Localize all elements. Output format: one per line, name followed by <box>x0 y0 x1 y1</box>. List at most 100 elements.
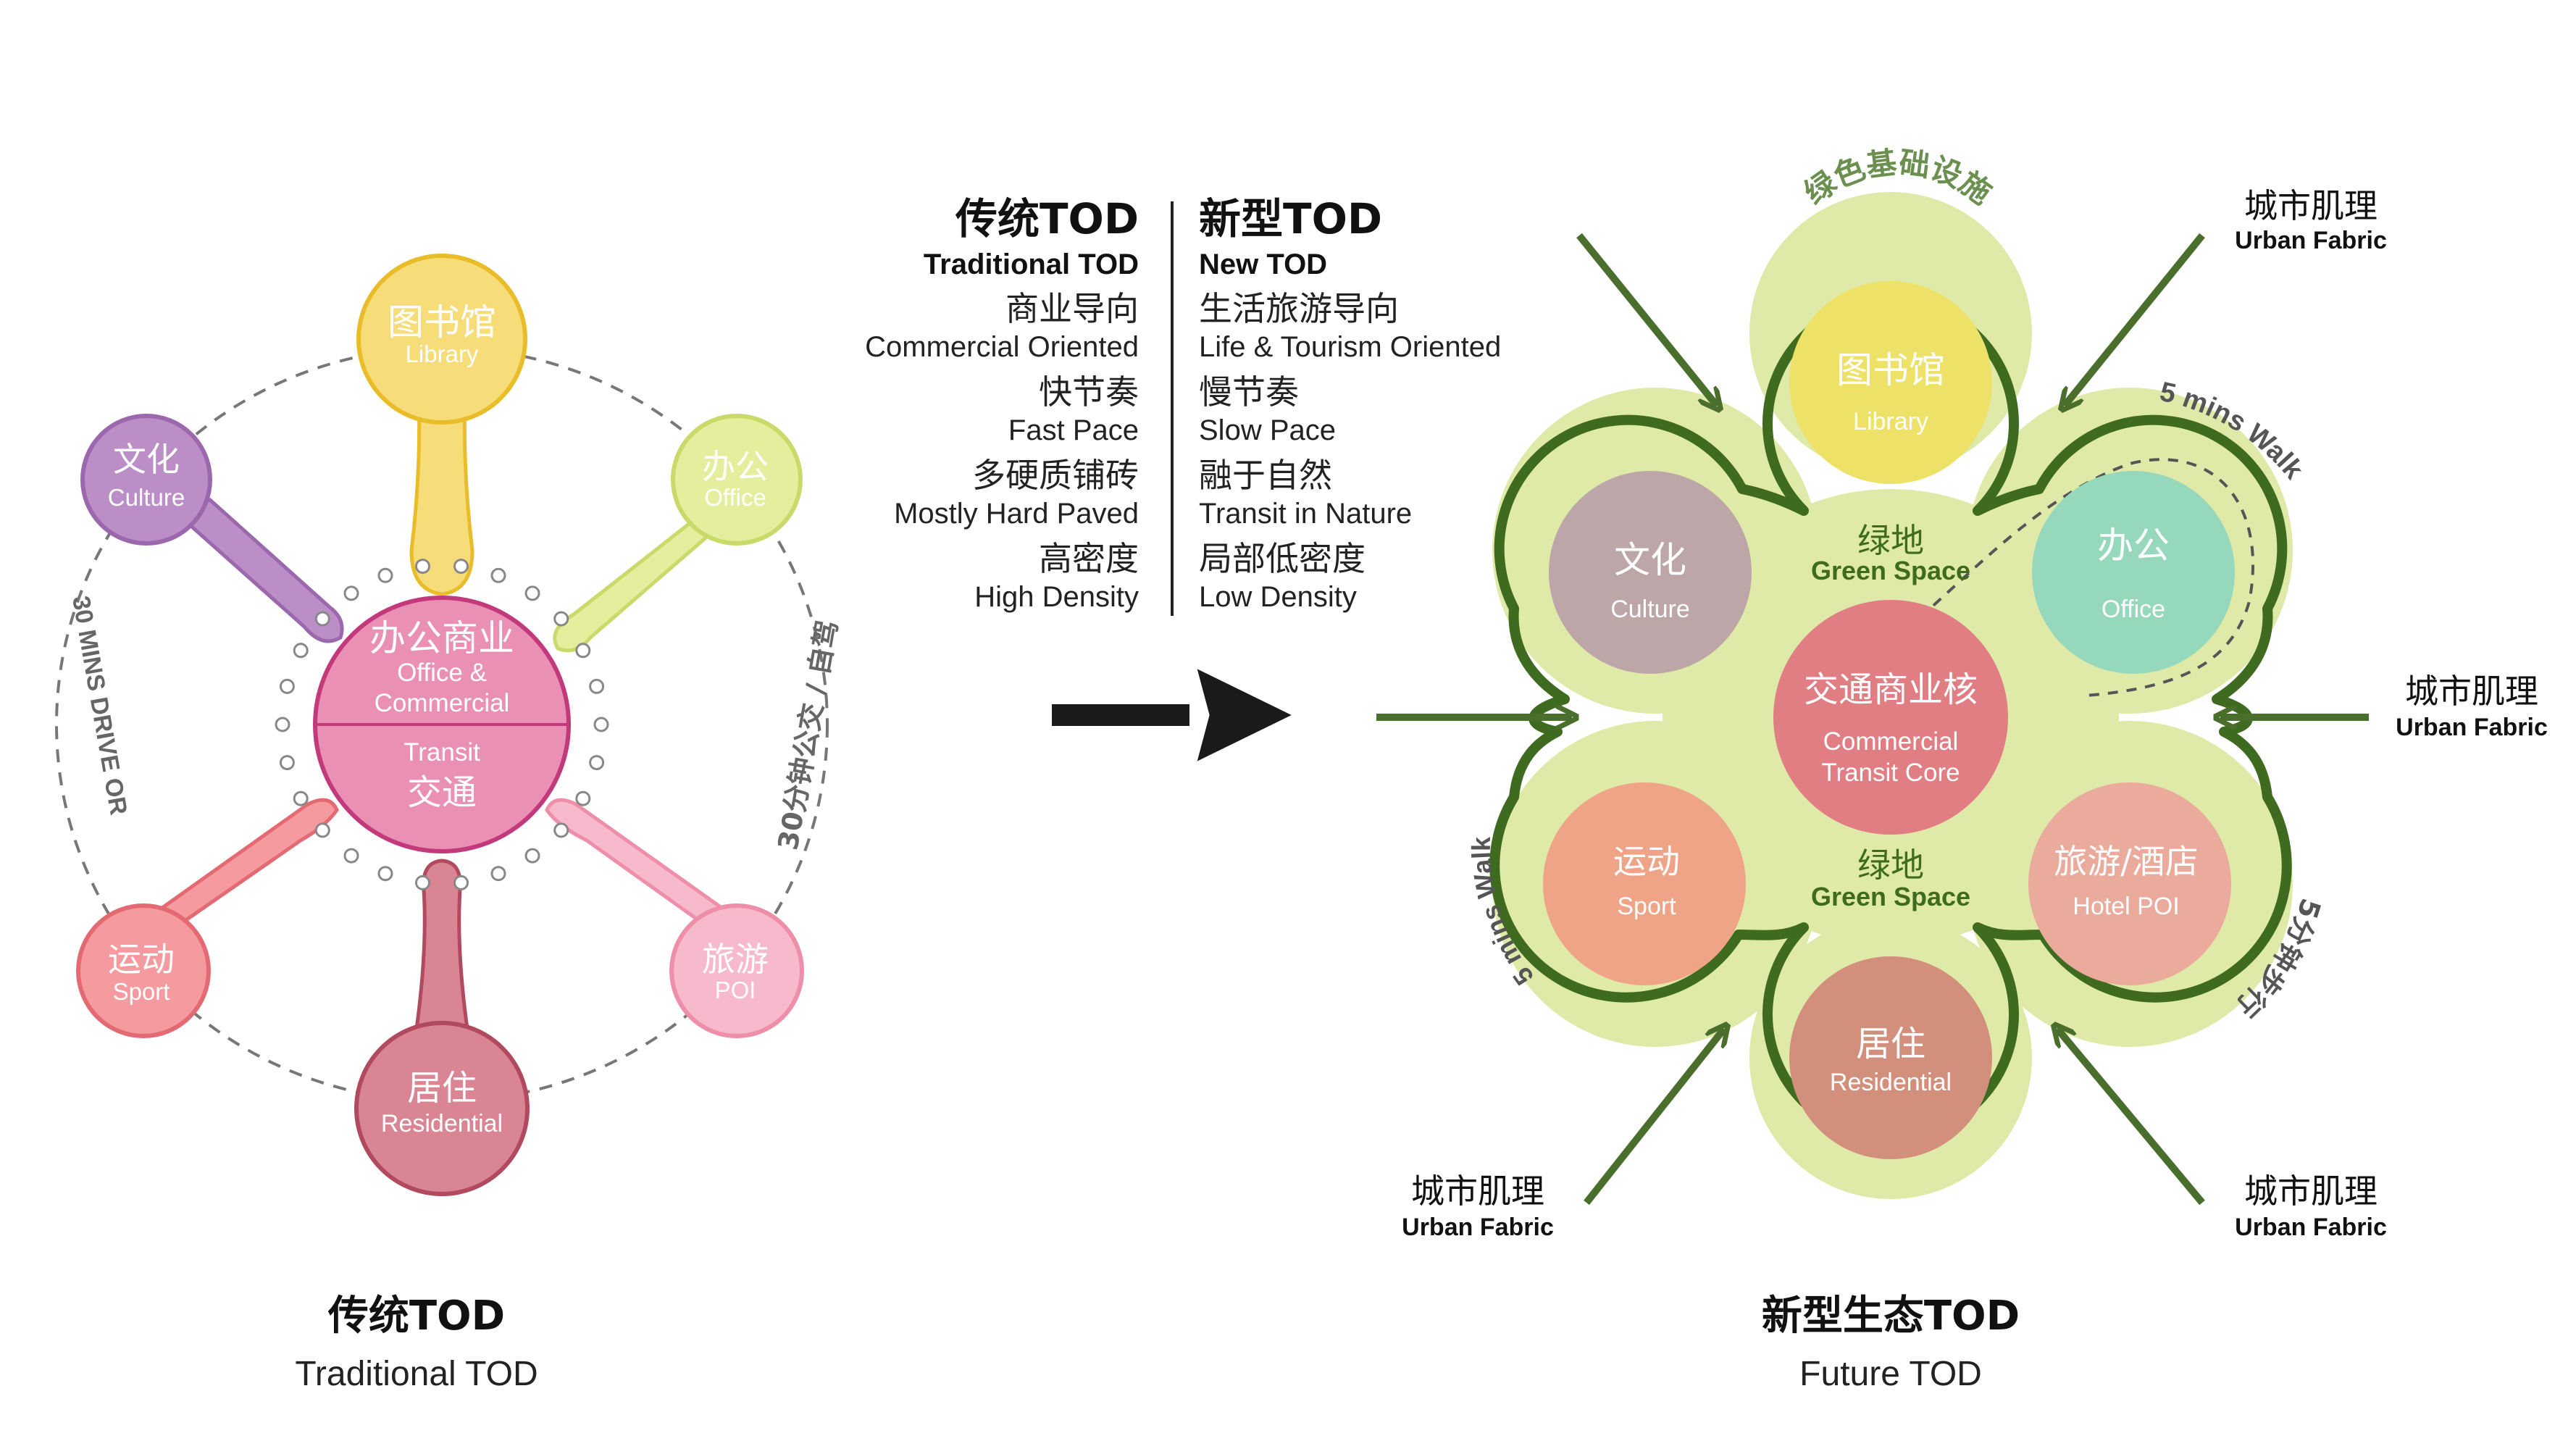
poi-cn: 旅游 <box>702 940 769 979</box>
ring-dot <box>453 559 469 575</box>
ring-dot <box>593 717 609 732</box>
sport-en: Sport <box>113 978 170 1005</box>
core-bottom-en: Transit <box>403 738 480 767</box>
svg-text:Urban Fabric: Urban Fabric <box>2396 714 2548 741</box>
ring-dot <box>415 559 430 575</box>
ring-dot <box>453 874 469 890</box>
ring-dot <box>343 848 359 864</box>
core-top-en1: Office & <box>397 659 487 687</box>
urban-fabric-arrows <box>1376 233 2369 1206</box>
future-library-en: Library <box>1853 408 1928 435</box>
compare-right-item-en: Transit in Nature <box>1199 498 1412 530</box>
future-culture-cn: 文化 <box>1614 539 1686 581</box>
compare-left-title-en: Traditional TOD <box>924 249 1139 280</box>
core-top-en2: Commercial <box>375 689 510 717</box>
ring-dot <box>589 678 605 694</box>
sport-cn: 运动 <box>108 940 175 979</box>
compare-left-title-cn: 传统TOD <box>955 194 1139 243</box>
ring-dot <box>275 717 290 732</box>
future-core-en1: Commercial <box>1823 727 1959 756</box>
future-hotel-en: Hotel POI <box>2073 893 2179 920</box>
ring-dot <box>553 611 569 627</box>
ring-dot <box>343 585 359 601</box>
ring-dot <box>524 585 540 601</box>
ring-dot <box>575 643 591 659</box>
urban-fabric-label-top-right: 城市肌理 Urban Fabric <box>2235 186 2387 254</box>
future-office-cn: 办公 <box>2097 525 2170 567</box>
ring-dot <box>490 866 506 882</box>
future-core-en2: Transit Core <box>1821 759 1960 787</box>
future-sport-en: Sport <box>1617 893 1676 920</box>
compare-left-item-en: Fast Pace <box>1008 414 1139 446</box>
compare-left-item-cn: 多硬质铺砖 <box>972 456 1139 495</box>
future-node-culture: 文化 Culture <box>1549 471 1752 674</box>
transition-arrow-icon <box>1052 669 1292 761</box>
compare-right-item-cn: 融于自然 <box>1199 456 1332 495</box>
compare-right-item-cn: 生活旅游导向 <box>1199 289 1399 328</box>
ring-dot <box>415 874 430 890</box>
future-hotel-cn: 旅游/酒店 <box>2054 842 2199 881</box>
green-infrastructure-loop <box>1489 295 2292 1143</box>
poi-en: POI <box>715 977 756 1003</box>
comparison-table: 传统TOD Traditional TOD 新型TOD New TOD 商业导向… <box>865 194 1501 616</box>
arrow-top-left-icon <box>1576 233 1717 406</box>
future-office-en: Office <box>2102 596 2165 623</box>
traditional-node-residential: 居住 Residential <box>354 859 530 1196</box>
svg-text:城市肌理: 城市肌理 <box>2405 672 2538 711</box>
compare-right-item-en: Low Density <box>1199 581 1357 613</box>
ring-dot <box>314 611 330 627</box>
ring-label-left: 30 MINS DRIVE OR <box>67 594 133 817</box>
ring-dot <box>553 822 569 838</box>
urban-fabric-label-bottom-left: 城市肌理 Urban Fabric <box>1402 1172 1554 1241</box>
ring-label-right: 30分钟公交 / 自驾 <box>772 618 844 853</box>
compare-right-title-cn: 新型TOD <box>1199 194 1382 243</box>
walk-path <box>1860 458 2254 697</box>
compare-left-item-en: Commercial Oriented <box>865 331 1139 363</box>
urban-fabric-label-right: 城市肌理 Urban Fabric <box>2396 672 2548 741</box>
future-node-office: 办公 Office <box>2032 471 2235 674</box>
ring-dot <box>589 755 605 771</box>
future-residential-cn: 居住 <box>1856 1024 1925 1064</box>
compare-right-item-cn: 慢节奏 <box>1199 372 1299 412</box>
green-top-en: Green Space <box>1811 556 1970 585</box>
ring-dot <box>377 567 393 583</box>
traditional-node-sport: 运动 Sport <box>76 798 339 1038</box>
office-cn: 办公 <box>702 447 769 486</box>
compare-left-item-cn: 高密度 <box>1039 539 1139 578</box>
svg-text:Urban Fabric: Urban Fabric <box>2235 1214 2387 1241</box>
ring-dot <box>575 790 591 806</box>
future-caption-cn: 新型生态TOD <box>1762 1293 2020 1340</box>
culture-cn: 文化 <box>113 440 180 479</box>
svg-text:城市肌理: 城市肌理 <box>2244 186 2378 225</box>
traditional-tod-diagram: 图书馆 Library 办公 Office 文化 Culture 运动 Spor… <box>55 254 844 1393</box>
ring-dot <box>377 866 393 882</box>
office-en: Office <box>704 484 766 511</box>
library-cn: 图书馆 <box>388 301 496 343</box>
urban-fabric-label-bottom-right: 城市肌理 Urban Fabric <box>2235 1172 2387 1241</box>
compare-left-item-en: High Density <box>974 581 1139 613</box>
future-node-hotel: 旅游/酒店 Hotel POI <box>2028 782 2231 985</box>
svg-text:城市肌理: 城市肌理 <box>1411 1172 1544 1211</box>
library-en: Library <box>406 341 479 367</box>
compare-right-item-en: Life & Tourism Oriented <box>1199 331 1501 363</box>
ring-dot <box>314 822 330 838</box>
traditional-node-office: 办公 Office <box>553 414 803 653</box>
traditional-core: 办公商业 Office & Commercial Transit 交通 <box>313 596 571 853</box>
compare-left-item-cn: 商业导向 <box>1005 289 1139 328</box>
core-bottom-cn: 交通 <box>407 772 477 813</box>
ring-dot <box>279 678 295 694</box>
future-sport-cn: 运动 <box>1613 842 1680 881</box>
future-residential-en: Residential <box>1830 1069 1952 1096</box>
future-caption-en: Future TOD <box>1799 1355 1982 1393</box>
residential-cn: 居住 <box>407 1068 477 1108</box>
future-node-residential: 居住 Residential <box>1789 956 1992 1159</box>
future-node-sport: 运动 Sport <box>1543 782 1746 985</box>
compare-right-item-en: Slow Pace <box>1199 414 1336 446</box>
culture-en: Culture <box>108 484 185 511</box>
ring-dot <box>279 755 295 771</box>
traditional-node-poi: 旅游 POI <box>545 798 804 1038</box>
future-core-cn: 交通商业核 <box>1804 669 1978 710</box>
core-top-cn: 办公商业 <box>369 617 514 659</box>
green-bottom-en: Green Space <box>1811 882 1970 911</box>
compare-left-item-cn: 快节奏 <box>1039 372 1139 412</box>
